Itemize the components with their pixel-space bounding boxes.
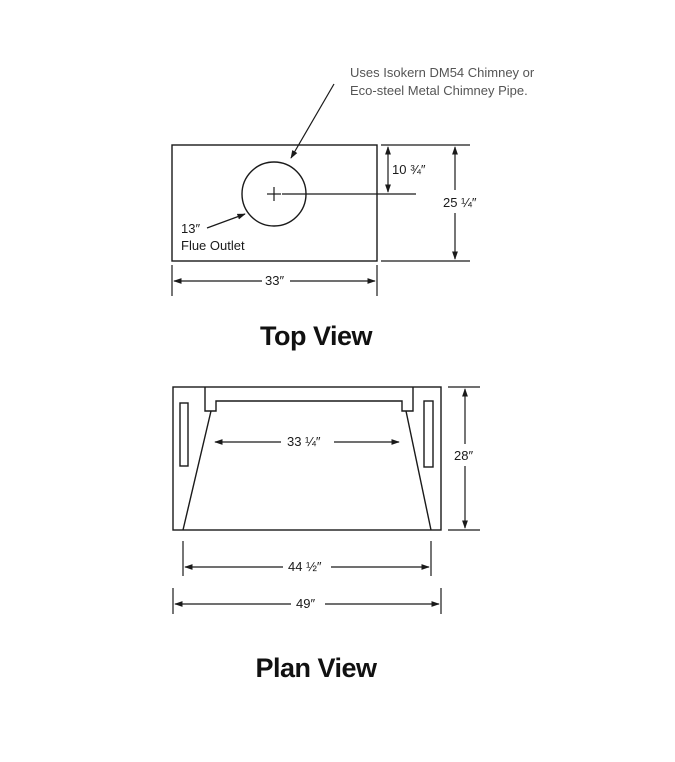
chimney-note-leader bbox=[290, 83, 335, 159]
flue-outlet-label: Flue Outlet bbox=[181, 238, 245, 253]
plan-view-outline bbox=[172, 386, 442, 531]
chimney-note-line1: Uses Isokern DM54 Chimney or bbox=[350, 65, 535, 80]
overall-dimension-label: 49″ bbox=[296, 596, 315, 611]
inner-back-dimension-label: 33 ¼″ bbox=[287, 434, 321, 449]
depth-dimension-label: 25 ¼″ bbox=[443, 195, 477, 210]
chimney-note-line2: Eco-steel Metal Chimney Pipe. bbox=[350, 83, 528, 98]
top-view-title: Top View bbox=[260, 321, 374, 351]
left-vent-slot bbox=[179, 402, 189, 467]
right-side-wall bbox=[405, 410, 432, 531]
flue-size-leader bbox=[206, 213, 246, 229]
top-view: Uses Isokern DM54 Chimney or Eco-steel M… bbox=[171, 65, 535, 351]
width-dimension-label: 33″ bbox=[265, 273, 284, 288]
flue-size-label: 13″ bbox=[181, 221, 200, 236]
plan-depth-dimension-label: 28″ bbox=[454, 448, 473, 463]
top-view-outline bbox=[171, 144, 378, 262]
left-side-wall bbox=[182, 410, 212, 531]
back-notch-profile bbox=[204, 387, 414, 412]
opening-dimension-label: 44 ½″ bbox=[288, 559, 322, 574]
plan-view: 33 ¼″ 28″ 44 ½″ 49″ Plan View bbox=[172, 386, 480, 683]
plan-view-title: Plan View bbox=[255, 653, 378, 683]
offset-dimension-label: 10 ¾″ bbox=[392, 162, 426, 177]
right-vent-slot bbox=[423, 400, 434, 468]
